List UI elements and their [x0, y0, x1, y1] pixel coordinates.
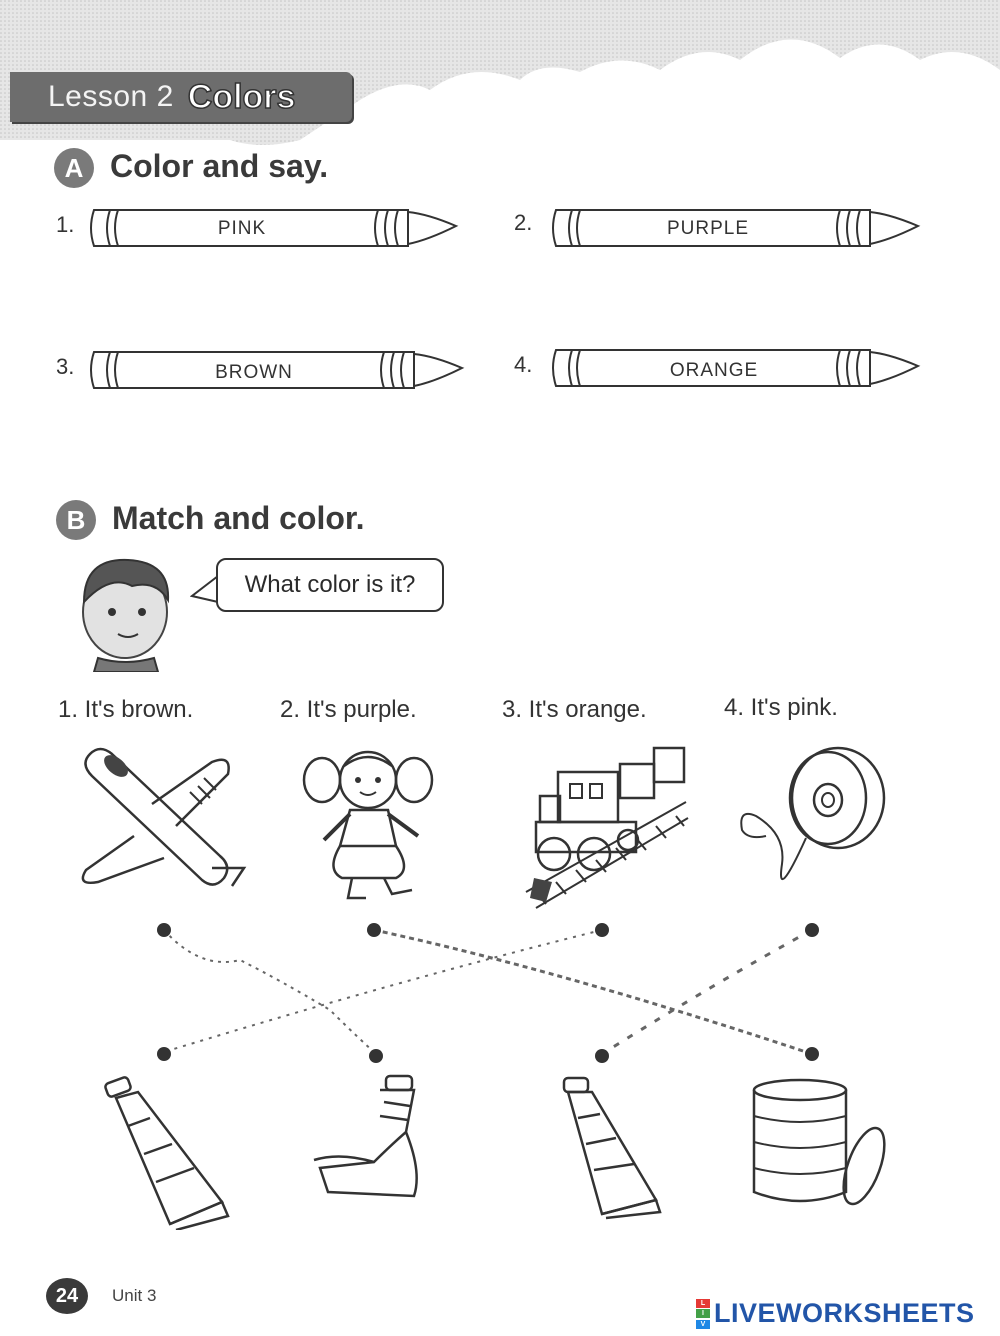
- speech-bubble: What color is it?: [216, 558, 444, 612]
- caption-2: 2. It's purple.: [280, 696, 417, 723]
- paint-tube-icon[interactable]: [100, 1070, 240, 1230]
- paint-jar-icon[interactable]: [744, 1076, 890, 1210]
- doll-icon[interactable]: [296, 740, 446, 910]
- caption-4: 4. It's pink.: [724, 694, 838, 721]
- crayon-1-outline[interactable]: [88, 204, 460, 252]
- caption-3: 3. It's orange.: [502, 696, 647, 723]
- liveworksheets-logo-icon: L I V: [696, 1298, 710, 1329]
- crayon-label-1: PINK: [217, 218, 267, 239]
- section-a-badge: A: [54, 148, 94, 188]
- boy-icon: [82, 558, 170, 672]
- match-dot-top-2[interactable]: [364, 920, 384, 940]
- match-dot-bottom-1[interactable]: [154, 1044, 174, 1064]
- lesson-topic: Colors: [187, 77, 296, 117]
- match-dot-bottom-2[interactable]: [366, 1046, 386, 1066]
- paint-tube-icon[interactable]: [558, 1074, 664, 1220]
- yo-yo-icon[interactable]: [736, 744, 890, 904]
- crayon-number-1: 1.: [56, 212, 75, 237]
- crayon-number-3: 3.: [56, 354, 75, 379]
- match-dot-top-3[interactable]: [592, 920, 612, 940]
- section-b-badge: B: [56, 500, 96, 540]
- crayon-4-outline[interactable]: [550, 344, 922, 392]
- match-dot-bottom-4[interactable]: [802, 1044, 822, 1064]
- match-dot-top-4[interactable]: [802, 920, 822, 940]
- match-dot-bottom-3[interactable]: [592, 1046, 612, 1066]
- logo-letter: I: [696, 1309, 710, 1318]
- match-dot-top-1[interactable]: [154, 920, 174, 940]
- unit-label: Unit 3: [112, 1286, 157, 1305]
- speech-bubble-tail: [190, 575, 219, 603]
- crayon-label-4: ORANGE: [669, 360, 759, 381]
- logo-letter: V: [696, 1319, 710, 1329]
- section-b-title: Match and color.: [112, 500, 365, 536]
- liveworksheets-watermark: L I V LIVEWORKSHEETS: [696, 1298, 975, 1329]
- page-number-badge: 24: [46, 1278, 88, 1314]
- crayon-label-3: BROWN: [215, 362, 293, 383]
- crayon-3-outline[interactable]: [88, 346, 466, 394]
- liveworksheets-text: LIVEWORKSHEETS: [714, 1298, 975, 1328]
- crayon-number-4: 4.: [514, 352, 533, 377]
- matching-lines: [163, 928, 813, 1056]
- crayon-2-outline[interactable]: [550, 204, 922, 252]
- caption-1: 1. It's brown.: [58, 696, 194, 723]
- squeezed-paint-tube-icon[interactable]: [310, 1072, 426, 1202]
- lesson-label: Lesson 2: [48, 80, 174, 113]
- section-a-title: Color and say.: [110, 148, 329, 184]
- airplane-icon[interactable]: [72, 740, 252, 910]
- crayon-number-2: 2.: [514, 210, 533, 235]
- logo-letter: L: [696, 1298, 710, 1308]
- train-icon[interactable]: [516, 742, 690, 914]
- crayon-label-2: PURPLE: [666, 218, 750, 239]
- lesson-banner: Lesson 2 Colors: [10, 72, 352, 122]
